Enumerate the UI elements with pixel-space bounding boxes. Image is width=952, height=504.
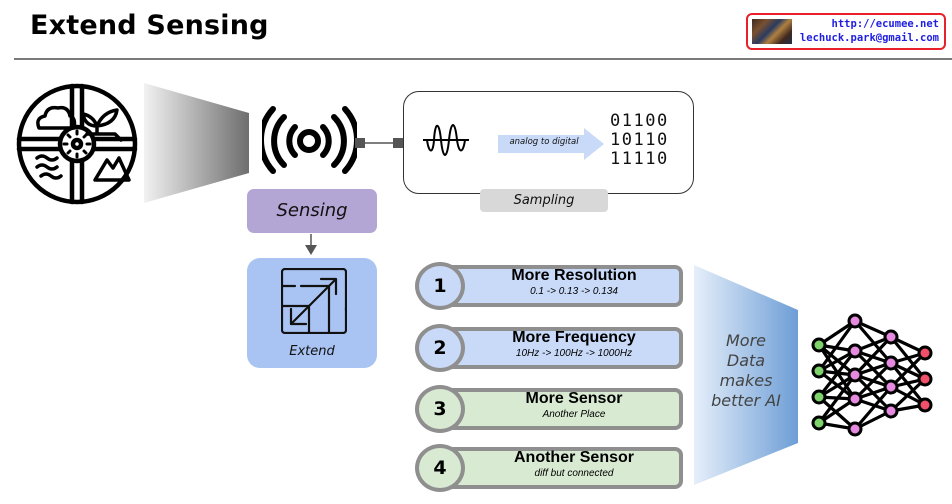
list-item: 3 More Sensor Another Place <box>415 385 683 433</box>
list-item: 2 More Frequency 10Hz -> 100Hz -> 1000Hz <box>415 324 683 372</box>
nn-node <box>883 403 899 419</box>
item-bar <box>435 265 683 307</box>
neural-network-icon <box>811 313 933 437</box>
connector-line <box>355 138 403 148</box>
nn-edge <box>817 350 857 398</box>
item-title: More Resolution <box>511 267 637 284</box>
nn-edge <box>853 385 893 431</box>
nn-edge <box>817 395 857 431</box>
nn-node <box>883 329 899 345</box>
nn-edge <box>889 351 927 389</box>
item-subtitle: 0.1 -> 0.13 -> 0.134 <box>530 286 618 297</box>
nn-edge <box>817 374 857 424</box>
analog-to-digital-label: analog to digital <box>509 137 579 147</box>
page-title: Extend Sensing <box>30 10 269 41</box>
contact-url[interactable]: http://ecumee.net <box>831 18 939 30</box>
sampling-label: Sampling <box>480 189 608 212</box>
nn-edge <box>817 320 857 372</box>
gray-funnel-shape <box>144 83 249 203</box>
item-title: Another Sensor <box>513 449 634 466</box>
nn-node <box>847 367 863 383</box>
nn-edge <box>889 377 927 413</box>
analog-to-digital-arrow <box>498 128 604 160</box>
nn-node <box>847 343 863 359</box>
item-title: More Sensor <box>525 390 623 407</box>
list-item: 4 Another Sensor diff but connected <box>415 444 683 492</box>
nn-edge <box>853 319 893 365</box>
item-number-badge: 2 <box>415 324 465 372</box>
contact-email[interactable]: lechuck.park@gmail.com <box>799 32 939 44</box>
binary-row: 01100 <box>610 111 669 131</box>
item-title: More Frequency <box>512 329 636 346</box>
item-number-badge: 4 <box>415 444 465 492</box>
author-thumbnail <box>752 19 792 44</box>
nn-node <box>811 337 827 353</box>
nn-node <box>847 421 863 437</box>
nn-node <box>883 379 899 395</box>
nn-node <box>847 391 863 407</box>
nn-node <box>811 389 827 405</box>
nn-edge <box>853 361 893 401</box>
sensing-box: Sensing <box>247 189 377 233</box>
extend-resize-icon <box>281 268 347 334</box>
item-number-badge: 1 <box>415 262 465 310</box>
contact-badge: http://ecumee.net lechuck.park@gmail.com <box>746 13 946 50</box>
analog-wave-icon <box>423 124 469 156</box>
nn-node <box>847 313 863 329</box>
item-bar <box>435 388 683 430</box>
down-arrow <box>305 234 317 255</box>
nn-node <box>811 415 827 431</box>
item-subtitle: Another Place <box>542 409 606 420</box>
nn-edge <box>853 335 893 377</box>
nn-node <box>917 371 933 387</box>
title-divider <box>14 58 952 60</box>
item-subtitle: 10Hz -> 100Hz -> 1000Hz <box>515 348 633 359</box>
binary-output: 01100 10110 11110 <box>610 112 669 169</box>
binary-row: 11110 <box>610 149 669 169</box>
extend-box <box>247 258 377 368</box>
item-number-badge: 3 <box>415 385 465 433</box>
environment-icon <box>16 83 138 205</box>
conclusion-line: More <box>725 331 766 350</box>
binary-row: 10110 <box>610 130 669 150</box>
item-bar <box>435 447 683 489</box>
conclusion-line: better AI <box>711 391 781 410</box>
blue-funnel-shape <box>694 265 798 485</box>
conclusion-line: Data <box>726 351 766 370</box>
conclusion-text: More Data makes better AI <box>694 331 798 411</box>
nn-node <box>883 355 899 371</box>
item-subtitle: diff but connected <box>534 468 614 479</box>
nn-node <box>917 345 933 361</box>
nn-node <box>811 363 827 379</box>
nn-node <box>917 397 933 413</box>
wireless-signal-icon <box>262 106 357 174</box>
list-item: 1 More Resolution 0.1 -> 0.13 -> 0.134 <box>415 262 683 310</box>
extend-label: Extend <box>289 344 335 359</box>
conclusion-line: makes <box>719 371 773 390</box>
